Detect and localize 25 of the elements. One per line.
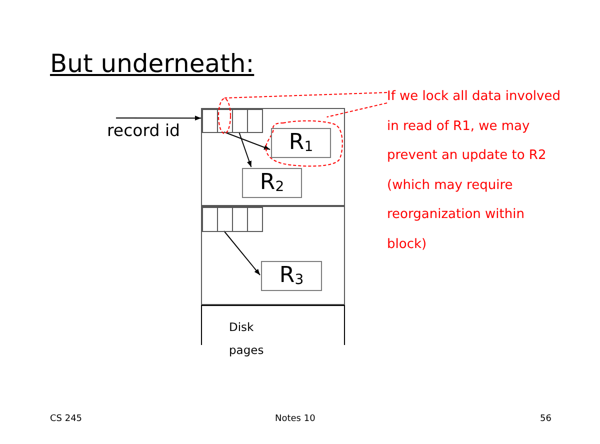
record-label: R$_{1}$ <box>288 132 314 154</box>
record-label: R$_{2}$ <box>260 172 284 194</box>
record-box <box>242 168 302 198</box>
record-box <box>261 261 322 291</box>
record-label: R$_{3}$ <box>279 265 304 287</box>
slot-cell <box>202 207 218 232</box>
slot-cell <box>247 207 263 232</box>
footer-text: Notes 10 <box>275 414 316 424</box>
disk-block <box>201 108 345 206</box>
edge-label: record id <box>107 121 180 140</box>
footer-text: CS 245 <box>50 414 82 424</box>
slot-cell <box>217 207 233 232</box>
slot-cell <box>232 207 248 232</box>
slide-title: But underneath: <box>50 49 254 78</box>
lasso-outline <box>263 118 344 168</box>
slot-cell <box>232 109 248 133</box>
disk-block <box>201 206 345 305</box>
annotation-text: If we lock all data involved in read of R1, we may prevent an update to R2 (which may require reorganization within block) <box>387 89 560 252</box>
footer-text: 56 <box>540 414 552 424</box>
lasso-outline <box>218 98 231 134</box>
slot-cell <box>202 109 218 133</box>
slot-cell <box>217 109 233 133</box>
slot-cell <box>247 109 263 133</box>
disk-pages-label: Disk pages <box>229 319 265 359</box>
record-box <box>271 128 331 158</box>
